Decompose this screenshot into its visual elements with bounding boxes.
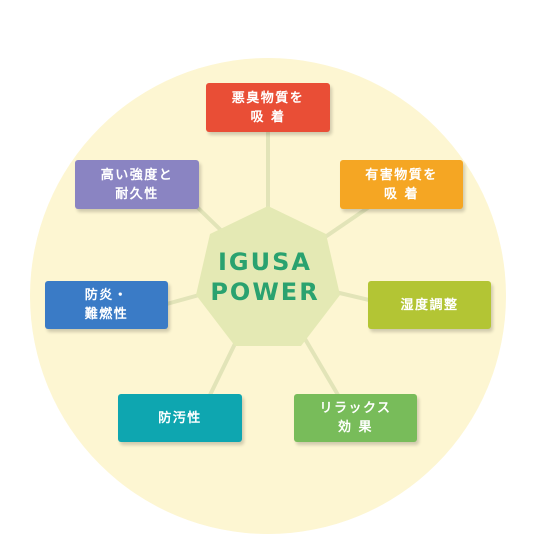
effect-label-line1: 高い強度と	[100, 167, 174, 183]
effect-label-line1: 防汚性	[158, 410, 202, 426]
center-title: IGUSA POWER	[203, 232, 327, 322]
effect-box-humidity: 湿度調整	[368, 281, 491, 329]
effect-label-line1: 防炎・	[84, 288, 129, 303]
effect-label-line2: 吸 着	[250, 109, 286, 125]
center-heptagon	[196, 206, 340, 346]
effect-label-line2: 難燃性	[84, 307, 129, 322]
effect-label-line2: 耐久性	[115, 186, 159, 202]
effect-label-line1: 悪臭物質を	[231, 90, 305, 106]
effect-box-harmful: 有害物質を 吸 着	[340, 160, 463, 209]
effect-label-line2: 吸 着	[383, 186, 420, 202]
effect-box-relax: リラックス 効 果	[294, 394, 417, 442]
effect-box-strength: 高い強度と 耐久性	[75, 160, 199, 209]
effect-box-deodorize: 悪臭物質を 吸 着	[206, 83, 330, 132]
effect-box-fire: 防炎・ 難燃性	[45, 281, 168, 329]
effect-box-antifouling: 防汚性	[118, 394, 242, 442]
center-title-line2: POWER	[210, 278, 320, 306]
effect-label-line1: リラックス	[319, 401, 392, 416]
center-title-line1: IGUSA	[218, 248, 312, 276]
effect-label-line1: 有害物質を	[365, 167, 438, 183]
effect-label-line1: 湿度調整	[400, 297, 459, 313]
effect-label-line2: 効 果	[337, 420, 374, 435]
